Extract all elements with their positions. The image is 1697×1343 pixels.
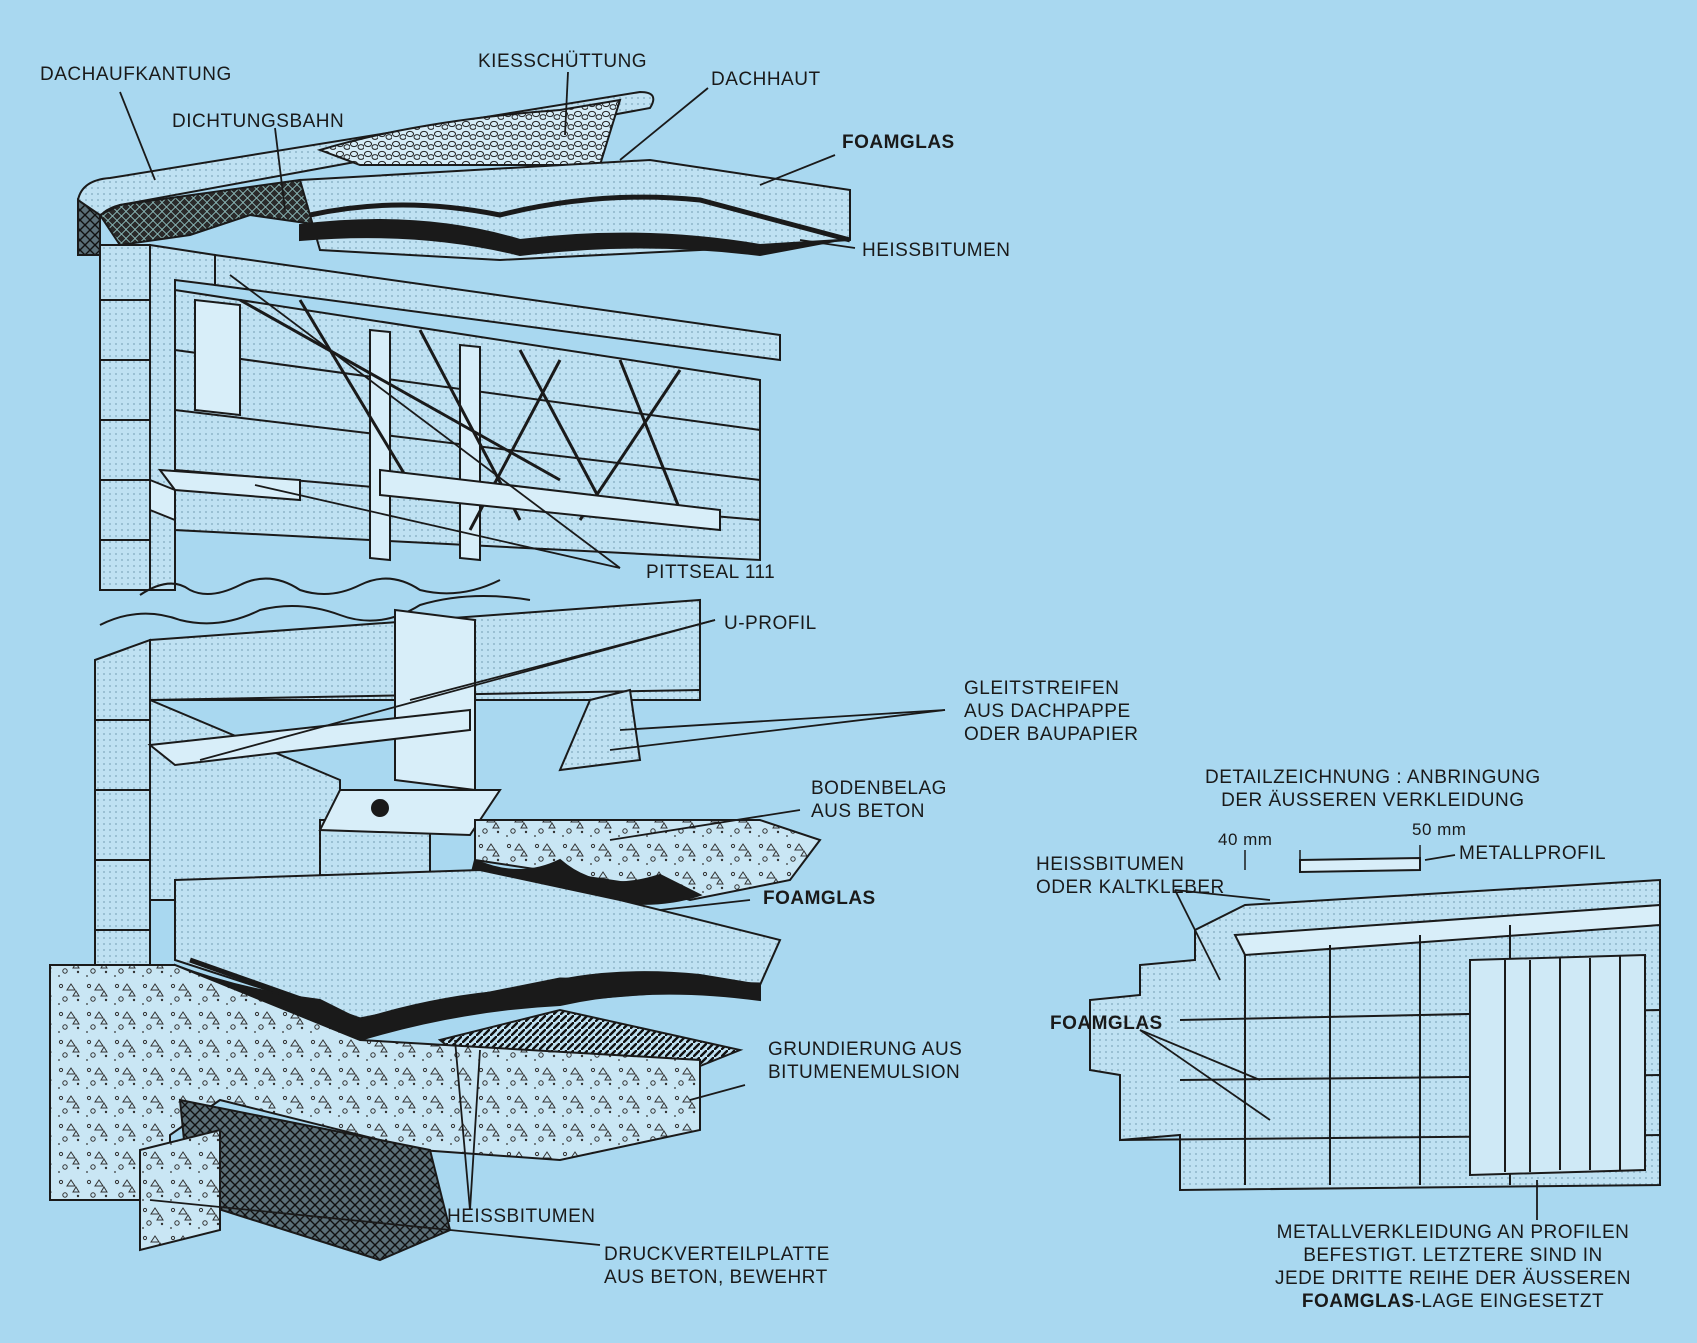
floor-slab [474,819,822,902]
druckverteilplatte-line-1: DRUCKVERTEILPLATTE [604,1244,830,1265]
label-bodenbelag: BODENBELAG AUS BETON [811,777,947,823]
detail-caption-foamglas: FOAMGLAS [1301,1291,1415,1312]
metal-cladding [1469,953,1646,1177]
label-dim-40: 40 mm [1218,830,1273,849]
label-pittseal: PITTSEAL 111 [646,562,776,583]
detail-caption-line-3: JEDE DRITTE REIHE DER ÄUSSEREN [1275,1268,1631,1289]
detail-title-line-1: DETAILZEICHNUNG : ANBRINGUNG [1205,767,1541,788]
leader-lines [119,71,1538,1246]
detail-drawing [1089,845,1661,1192]
label-gleitstreifen: GLEITSTREIFEN AUS DACHPAPPE ODER BAUPAPI… [964,677,1139,746]
gleitstreifen-line-2: AUS DACHPAPPE [964,701,1131,722]
label-dim-50: 50 mm [1412,820,1467,839]
sealing-membrane [98,178,322,247]
detail-title-line-2: DER ÄUSSEREN VERKLEIDUNG [1221,790,1525,811]
label-grundierung: GRUNDIERUNG AUS BITUMENEMULSION [768,1038,962,1084]
roof-bitumen [299,219,841,257]
gleitstreifen-line-3: ODER BAUPAPIER [964,724,1139,745]
bodenbelag-line-2: AUS BETON [811,801,925,822]
label-kiesschuettung: KIESSCHÜTTUNG [478,51,648,72]
label-dichtungsbahn: DICHTUNGSBAHN [172,111,345,132]
bodenbelag-line-1: BODENBELAG [811,778,947,799]
label-heissbitumen-roof: HEISSBITUMEN [862,240,1011,261]
upper-wall [99,244,151,591]
lower-wall [94,638,151,966]
heissbitumen-detail-line-1: HEISSBITUMEN [1036,854,1185,875]
label-dachhaut: DACHHAUT [711,69,821,90]
gleitstreifen-line-1: GLEITSTREIFEN [964,678,1120,699]
label-heissbitumen-detail: HEISSBITUMEN ODER KALTKLEBER [1036,853,1225,899]
druckverteilplatte-line-2: AUS BETON, BEWEHRT [604,1267,828,1288]
detail-caption-line-4: FOAMGLAS-LAGE EINGESETZT [1275,1290,1631,1313]
gravel-fill [316,98,622,166]
roof-section [76,90,851,596]
detail-caption-line-1: METALLVERKLEIDUNG AN PROFILEN [1276,1222,1630,1243]
label-druckverteilplatte: DRUCKVERTEILPLATTE AUS BETON, BEWEHRT [604,1243,830,1289]
label-u-profil: U-PROFIL [724,613,817,634]
label-foamglas-detail: FOAMGLAS [1050,1013,1163,1034]
floor-section [49,478,822,1262]
detail-title: DETAILZEICHNUNG : ANBRINGUNG DER ÄUSSERE… [1205,766,1541,812]
steel-column [394,608,476,792]
label-metallprofil: METALLPROFIL [1459,843,1607,864]
detail-caption-line-4-rest: -LAGE EINGESETZT [1414,1291,1605,1312]
heissbitumen-detail-line-2: ODER KALTKLEBER [1036,877,1225,898]
label-heissbitumen-floor: HEISSBITUMEN [447,1206,596,1227]
grundierung-line-1: GRUNDIERUNG AUS [768,1039,963,1060]
label-foamglas-roof: FOAMGLAS [842,132,955,153]
detail-caption-line-2: BEFESTIGT. LETZTERE SIND IN [1303,1245,1603,1266]
grundierung-line-2: BITUMENEMULSION [768,1062,961,1083]
label-foamglas-floor: FOAMGLAS [763,888,876,909]
detail-caption: METALLVERKLEIDUNG AN PROFILEN BEFESTIGT.… [1275,1221,1631,1313]
label-dachaufkantung: DACHAUFKANTUNG [40,64,232,85]
